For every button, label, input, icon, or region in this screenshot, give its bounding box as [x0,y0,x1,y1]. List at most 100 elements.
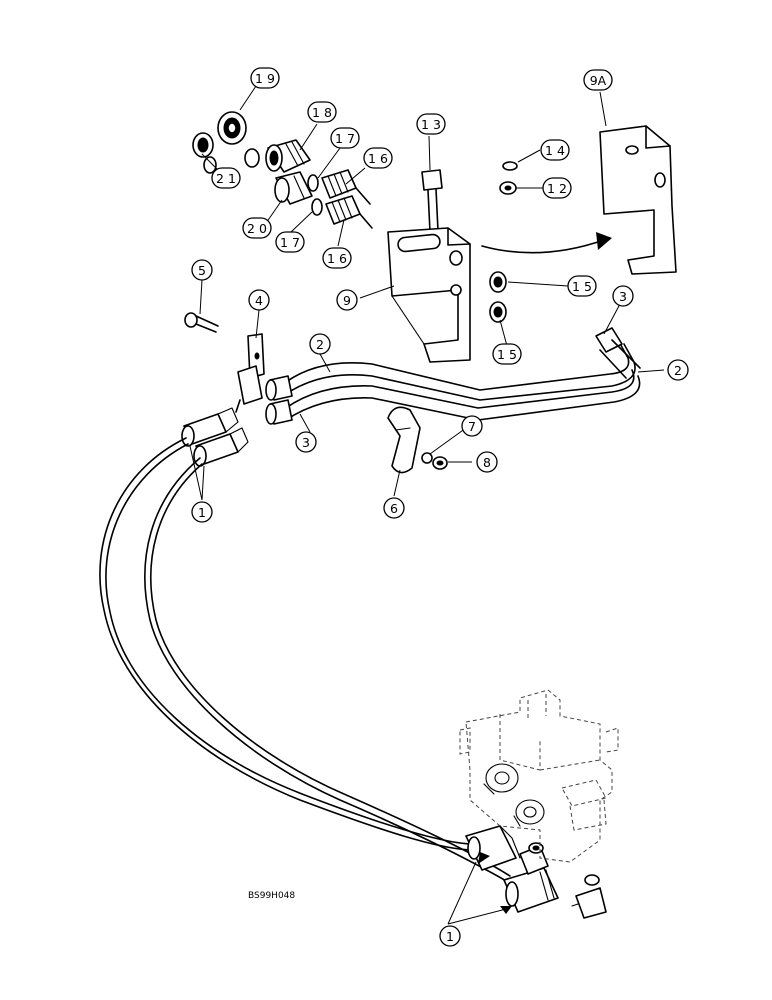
dust-cap-small [192,132,217,174]
callout-label: 2 0 [247,221,267,236]
callout-c5: 5 [191,259,213,281]
hex-nut-small [499,181,517,195]
callout-label: 1 [198,505,206,520]
lock-washer [502,161,518,171]
steel-tube-lower [285,369,641,421]
hose-clip [235,333,265,413]
callout-bubble [275,231,305,253]
callout-c1a: 1 [191,501,213,523]
leader-lines [189,85,665,925]
drawing-reference-code: BS99H048 [248,891,295,901]
hydraulic-hose-outer [99,437,475,851]
callout-c16a: 1 6 [363,147,393,169]
tube-nut-right [595,327,623,353]
hydraulic-hose-inner [144,457,511,883]
callout-label: 1 9 [255,71,275,86]
callout-c14: 1 4 [540,139,570,161]
callout-label: 2 [316,337,324,352]
callout-c12: 1 2 [542,177,572,199]
callout-bubble [322,247,352,269]
control-valve-assembly [459,689,619,863]
callout-c4: 4 [248,289,270,311]
callout-c3b: 3 [295,431,317,453]
callout-bubble [583,69,613,91]
callout-bubble [242,217,272,239]
tube-clamp [387,406,421,474]
hose-end-fitting-lower [503,867,559,913]
tube-nut-left-lower [265,399,293,425]
callout-c17a: 1 7 [330,127,360,149]
callout-bubble [363,147,393,169]
callout-label: 3 [302,435,310,450]
quick-coupler-female [265,139,311,173]
callout-bubble [309,333,331,355]
tube-bend-right [599,339,641,379]
swap-arrow [481,232,612,254]
callout-bubble [330,127,360,149]
callout-label: 1 6 [327,251,347,266]
callout-label: 1 [446,929,454,944]
callout-label: 4 [255,293,263,308]
hose-coupler-upper [181,407,239,447]
mounting-bracket [387,227,471,363]
callout-bubble [461,415,483,437]
callout-label: 6 [390,501,398,516]
callout-c21: 2 1 [211,167,241,189]
steel-tube-upper [285,339,636,401]
callout-bubble [667,359,689,381]
cap-screw [184,312,219,333]
callout-label: 1 8 [312,105,332,120]
callout-c8: 8 [476,451,498,473]
callout-label: 7 [468,419,476,434]
callout-bubble [191,259,213,281]
hose-end-fitting-upper [465,825,521,871]
callout-bubble [492,343,522,365]
callout-bubble [191,501,213,523]
callout-c2a: 2 [309,333,331,355]
callout-bubble [295,431,317,453]
bolt [421,169,443,233]
elbow-fitting-lower [571,874,607,919]
o-ring-lower [311,198,323,216]
callout-label: 2 1 [216,171,236,186]
callout-c9a: 9A [583,69,613,91]
flat-washer [421,452,433,464]
tube-nut-left-upper [265,375,293,401]
callout-bubble [248,289,270,311]
callout-c7: 7 [461,415,483,437]
callout-c16b: 1 6 [322,247,352,269]
callout-bubble [542,177,572,199]
callout-c20: 2 0 [242,217,272,239]
callout-bubble [250,67,280,89]
hex-nut [432,456,448,470]
callout-c6: 6 [383,497,405,519]
callout-label: 3 [619,289,627,304]
callout-c13: 1 3 [416,113,446,135]
callout-label: 1 6 [368,151,388,166]
dust-cap-large [217,111,260,168]
adapter-fitting-lower [325,195,373,229]
adapter-fitting-upper [321,169,371,205]
callout-label: 1 3 [421,117,441,132]
callout-label: 1 7 [280,235,300,250]
callout-c9: 9 [336,289,358,311]
callout-label: 2 [674,363,682,378]
callout-bubble [540,139,570,161]
callout-bubble [567,275,597,297]
quick-coupler-male [274,171,313,205]
callout-c17b: 1 7 [275,231,305,253]
callout-bubble [612,285,634,307]
callout-bubble [439,925,461,947]
callout-label: 1 4 [545,143,565,158]
callout-label: 9 [343,293,351,308]
callout-c2b: 2 [667,359,689,381]
callout-c18: 1 8 [307,101,337,123]
callout-label: 1 5 [572,279,592,294]
callout-label: 5 [198,263,206,278]
bulkhead-nut-lower [489,301,507,323]
bulkhead-nut-upper [489,271,507,293]
callout-bubble [336,289,358,311]
callout-label: 1 5 [497,347,517,362]
